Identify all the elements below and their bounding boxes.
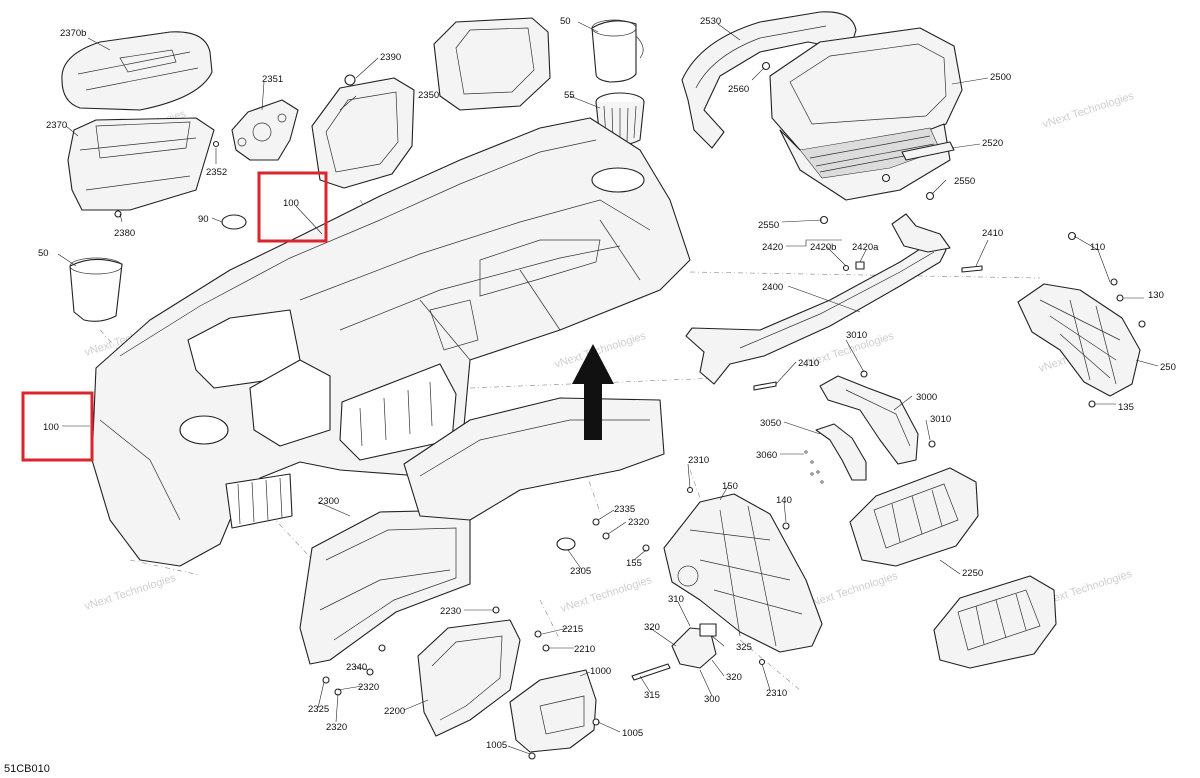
- part-150-bracket: [663, 493, 823, 653]
- part-2300-glovebox: [299, 509, 471, 665]
- part-callouts: 2370b 2370 2380 2351 2352 2390 2350 50 5…: [38, 16, 1176, 751]
- highlight-boxes: 100 100: [21, 171, 328, 462]
- callout-130: 130: [1148, 290, 1164, 301]
- callout-2400: 2400: [762, 282, 783, 293]
- callout-2410: 2410: [982, 228, 1003, 239]
- callout-100: 100: [283, 198, 299, 209]
- part-lower-tray: [403, 344, 665, 521]
- callout-2560: 2560: [728, 84, 749, 95]
- part-gauge-housing: [433, 17, 551, 111]
- callout-2380: 2380: [114, 228, 135, 239]
- watermark: vNext Technologies: [559, 574, 654, 615]
- leader-lines: [57, 21, 1159, 755]
- callout-155: 155: [626, 558, 642, 569]
- callout-2325: 2325: [308, 704, 329, 715]
- part-main-dash: [91, 117, 691, 567]
- callout-2351: 2351: [262, 74, 283, 85]
- part-3000-bracket: [819, 375, 919, 465]
- watermark: vNext Technologies: [83, 572, 178, 613]
- callout-2370: 2370: [46, 120, 67, 131]
- callout-320: 320: [726, 672, 742, 683]
- callout-3050: 3050: [760, 418, 781, 429]
- up-arrow: [584, 382, 602, 440]
- callout-2550: 2550: [758, 220, 779, 231]
- callout-325: 325: [736, 642, 752, 653]
- part-2250-vent-upper: [849, 467, 979, 567]
- callout-1005: 1005: [622, 728, 643, 739]
- callout-2320: 2320: [326, 722, 347, 733]
- part-2370b-lid: [61, 31, 213, 111]
- part-2520: [901, 141, 955, 161]
- highlight-box-upper: [257, 171, 328, 243]
- callout-50-left: 50: [38, 248, 49, 259]
- callout-1005: 1005: [486, 740, 507, 751]
- callout-2340: 2340: [346, 662, 367, 673]
- callout-2420a: 2420a: [852, 242, 879, 253]
- callout-310: 310: [668, 594, 684, 605]
- callout-2420: 2420: [762, 242, 783, 253]
- part-2370-tray: [67, 117, 215, 211]
- callout-2520: 2520: [982, 138, 1003, 149]
- part-3050-bracket: [804, 423, 867, 484]
- part-2530-handle: [681, 11, 857, 149]
- callout-300: 300: [704, 694, 720, 705]
- callout-2352: 2352: [206, 167, 227, 178]
- part-250-bracket: [1017, 283, 1141, 397]
- callout-3060: 3060: [756, 450, 777, 461]
- callout-140: 140: [776, 495, 792, 506]
- callout-2250: 2250: [962, 568, 983, 579]
- callout-320: 320: [644, 622, 660, 633]
- callout-2320: 2320: [628, 517, 649, 528]
- callout-50-top: 50: [560, 16, 571, 27]
- callout-1000: 1000: [590, 666, 611, 677]
- callout-55: 55: [564, 90, 575, 101]
- part-2250-vent-lower: [933, 575, 1057, 669]
- callout-2300: 2300: [318, 496, 339, 507]
- callout-2305: 2305: [570, 566, 591, 577]
- watermark: vNext Technologies: [805, 570, 900, 611]
- callout-2310: 2310: [766, 688, 787, 699]
- callout-2200: 2200: [384, 706, 405, 717]
- part-50-cup-left: [69, 257, 123, 322]
- callout-90: 90: [198, 214, 209, 225]
- callout-110: 110: [1090, 242, 1105, 253]
- callout-3000: 3000: [916, 392, 937, 403]
- callout-2310: 2310: [688, 455, 709, 466]
- callout-2550: 2550: [954, 176, 975, 187]
- callout-2420b: 2420b: [810, 242, 836, 253]
- callout-315: 315: [644, 690, 660, 701]
- highlight-box-left: [21, 391, 94, 462]
- callout-2390: 2390: [380, 52, 401, 63]
- part-1000-cover: [509, 669, 597, 753]
- part-90-plug: [221, 214, 247, 230]
- callout-150: 150: [722, 481, 738, 492]
- part-2400-beam: [685, 213, 951, 385]
- callout-2215: 2215: [562, 624, 583, 635]
- callout-2350: 2350: [418, 90, 439, 101]
- callout-2500: 2500: [990, 72, 1011, 83]
- part-2500-housing: [769, 27, 963, 201]
- callout-2410: 2410: [798, 358, 819, 369]
- callout-3010: 3010: [846, 330, 867, 341]
- callout-2530: 2530: [700, 16, 721, 27]
- callout-250: 250: [1160, 362, 1176, 373]
- callout-2370b: 2370b: [60, 28, 86, 39]
- part-2350-panel: [311, 77, 415, 189]
- up-arrow-head: [572, 344, 614, 384]
- callout-135: 135: [1118, 402, 1134, 413]
- callout-2210: 2210: [574, 644, 595, 655]
- callout-100: 100: [43, 422, 59, 433]
- part-2351-bracket: [231, 99, 299, 161]
- callout-2320: 2320: [358, 682, 379, 693]
- part-2305-plug: [556, 537, 576, 551]
- diagram-code: 51CB010: [4, 763, 50, 775]
- callout-2335: 2335: [614, 504, 635, 515]
- part-50-cup-top: [591, 19, 644, 83]
- callout-3010: 3010: [930, 414, 951, 425]
- part-2200-panel: [417, 619, 521, 737]
- callout-2230: 2230: [440, 606, 461, 617]
- watermark: vNext Technologies: [1041, 90, 1136, 131]
